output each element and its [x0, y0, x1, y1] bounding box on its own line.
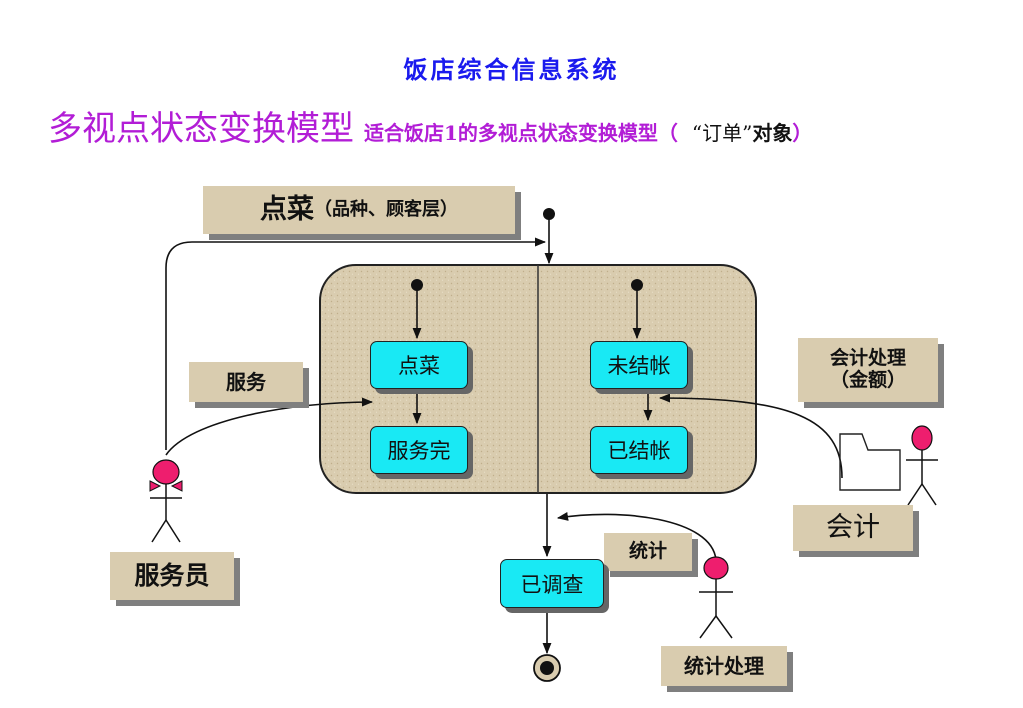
note-statistics: 统计 — [604, 533, 692, 571]
note-statistics-process: 统计处理 — [661, 646, 787, 686]
waiter-actor-icon — [149, 459, 183, 543]
subtitle-close-paren: ） — [792, 121, 813, 145]
note-order-dishes: 点菜（品种、顾客层） — [203, 186, 515, 234]
accountant-actor-icon — [906, 425, 938, 506]
note-order-dishes-label: 点菜 — [260, 194, 314, 226]
note-accounting-process-label: 会计处理 — [829, 347, 906, 370]
actor-label-accountant: 会计 — [793, 505, 913, 551]
state-surveyed: 已调查 — [500, 559, 604, 608]
flow-waiter-service — [165, 397, 374, 456]
actor-waiter-name: 服务员 — [134, 560, 210, 590]
subtitle-quoted: “订单” — [691, 121, 753, 145]
note-statistics-process-label: 统计处理 — [684, 653, 764, 678]
page-title: 饭店综合信息系统 — [403, 55, 620, 84]
note-accounting-process: 会计处理 （金额） — [798, 338, 938, 402]
flow-waiter-order — [165, 237, 547, 450]
subtitle-object: 对象 — [752, 121, 793, 145]
statistics-actor-icon — [699, 556, 733, 639]
final-state-inner — [540, 661, 554, 675]
folder-icon — [839, 433, 901, 491]
note-service: 服务 — [189, 362, 303, 402]
note-accounting-amount: （金额） — [829, 369, 906, 391]
state-settled: 已结帐 — [590, 426, 688, 474]
subtitle-detail: 适合饭店1的多视点状态变换模型（ — [364, 121, 678, 145]
state-unsettled: 未结帐 — [590, 341, 688, 389]
actor-accountant-name: 会计 — [826, 512, 880, 544]
state-served: 服务完 — [370, 426, 468, 474]
state-ordering: 点菜 — [370, 341, 468, 389]
page-subtitle: 多视点状态变换模型适合饭店1的多视点状态变换模型（ “订单”对象） — [48, 101, 812, 150]
note-service-label: 服务 — [226, 369, 266, 394]
subtitle-main: 多视点状态变换模型 — [48, 109, 354, 149]
initial-dot-right — [631, 279, 643, 291]
flow-statistics — [556, 511, 717, 561]
note-statistics-label: 统计 — [628, 540, 667, 563]
note-order-dishes-detail: （品种、顾客层） — [314, 198, 458, 220]
actor-label-waiter: 服务员 — [110, 552, 234, 600]
initial-dot-left — [411, 279, 423, 291]
initial-dot-top — [543, 208, 555, 220]
